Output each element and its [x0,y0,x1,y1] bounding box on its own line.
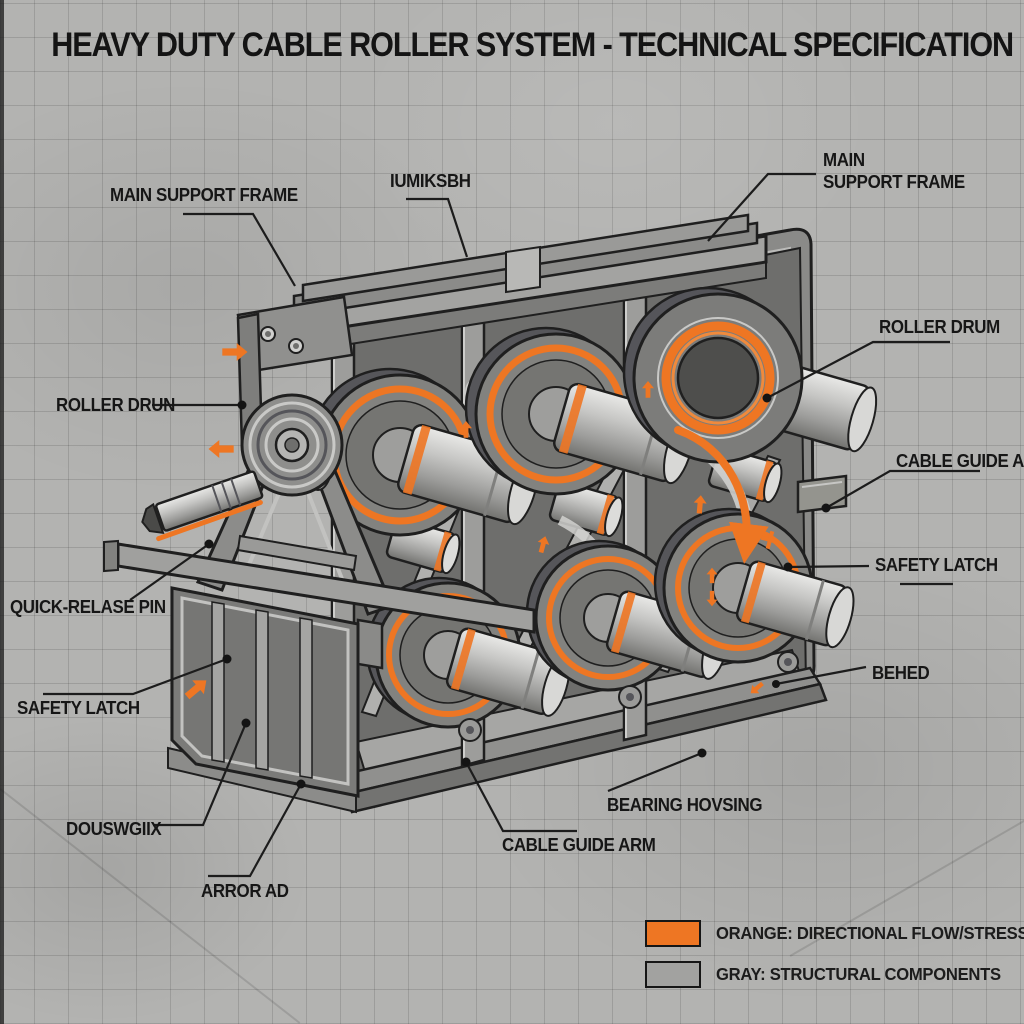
legend-label-orange: ORANGE: DIRECTIONAL FLOW/STRESS POINTS [716,923,1024,943]
leader-dots [204,393,831,789]
label-safety-latch-right: SAFETY LATCH [875,555,998,575]
label-roller-drum-right: ROLLER DRUM [879,317,1000,337]
label-main-support-frame-left: MAIN SUPPORT FRAME [110,185,298,205]
roller-drum [525,539,731,692]
label-behed: BEHED [872,663,930,683]
legend-label-gray: GRAY: STRUCTURAL COMPONENTS [716,964,1001,984]
roller-drum [365,576,571,729]
legend-row-orange: ORANGE: DIRECTIONAL FLOW/STRESS POINTS [645,920,1024,947]
quick-release-pin [141,470,264,542]
label-main-support-frame-right: MAIN SUPPORT FRAME [823,150,965,194]
legend-swatch-orange [645,920,701,947]
roller-drum [464,326,696,496]
mount-lugs [458,651,799,742]
label-roller-drum-left: ROLLER DRUN [56,395,175,415]
label-top-center-part: IUMIKSBH [390,171,471,191]
label-safety-latch-left: SAFETY LATCH [17,698,140,718]
label-douswgiix: DOUSWGIIX [66,819,162,839]
flow-arrows [184,343,780,700]
crossbeam [103,539,536,670]
label-line: MAIN [823,150,865,170]
page-title: HEAVY DUTY CABLE ROLLER SYSTEM - TECHNIC… [51,26,1014,64]
label-bearing-housing: BEARING HOVSING [607,795,763,815]
spool-hub [240,393,344,497]
roller-drum [653,507,855,664]
legend: ORANGE: DIRECTIONAL FLOW/STRESS POINTS G… [645,920,1024,1002]
base-rails [167,666,828,814]
label-line: SUPPORT FRAME [823,171,965,192]
label-cable-guide-arm-bottom: CABLE GUIDE ARM [502,835,656,855]
side-panel [170,586,360,798]
leader-lines [43,172,980,878]
label-cable-guide-arm-right: CABLE GUIDE ARM [896,451,1024,471]
legend-swatch-gray [645,961,701,988]
label-arror-ad: ARROR AD [201,881,289,901]
main-support-frame-top-rail [271,213,768,354]
label-quick-release-pin: QUICK-RELASE PIN [10,597,166,617]
flow-arrow-curved [674,426,769,564]
roller-drum-donut [622,286,878,464]
legend-row-gray: GRAY: STRUCTURAL COMPONENTS [645,961,1024,988]
